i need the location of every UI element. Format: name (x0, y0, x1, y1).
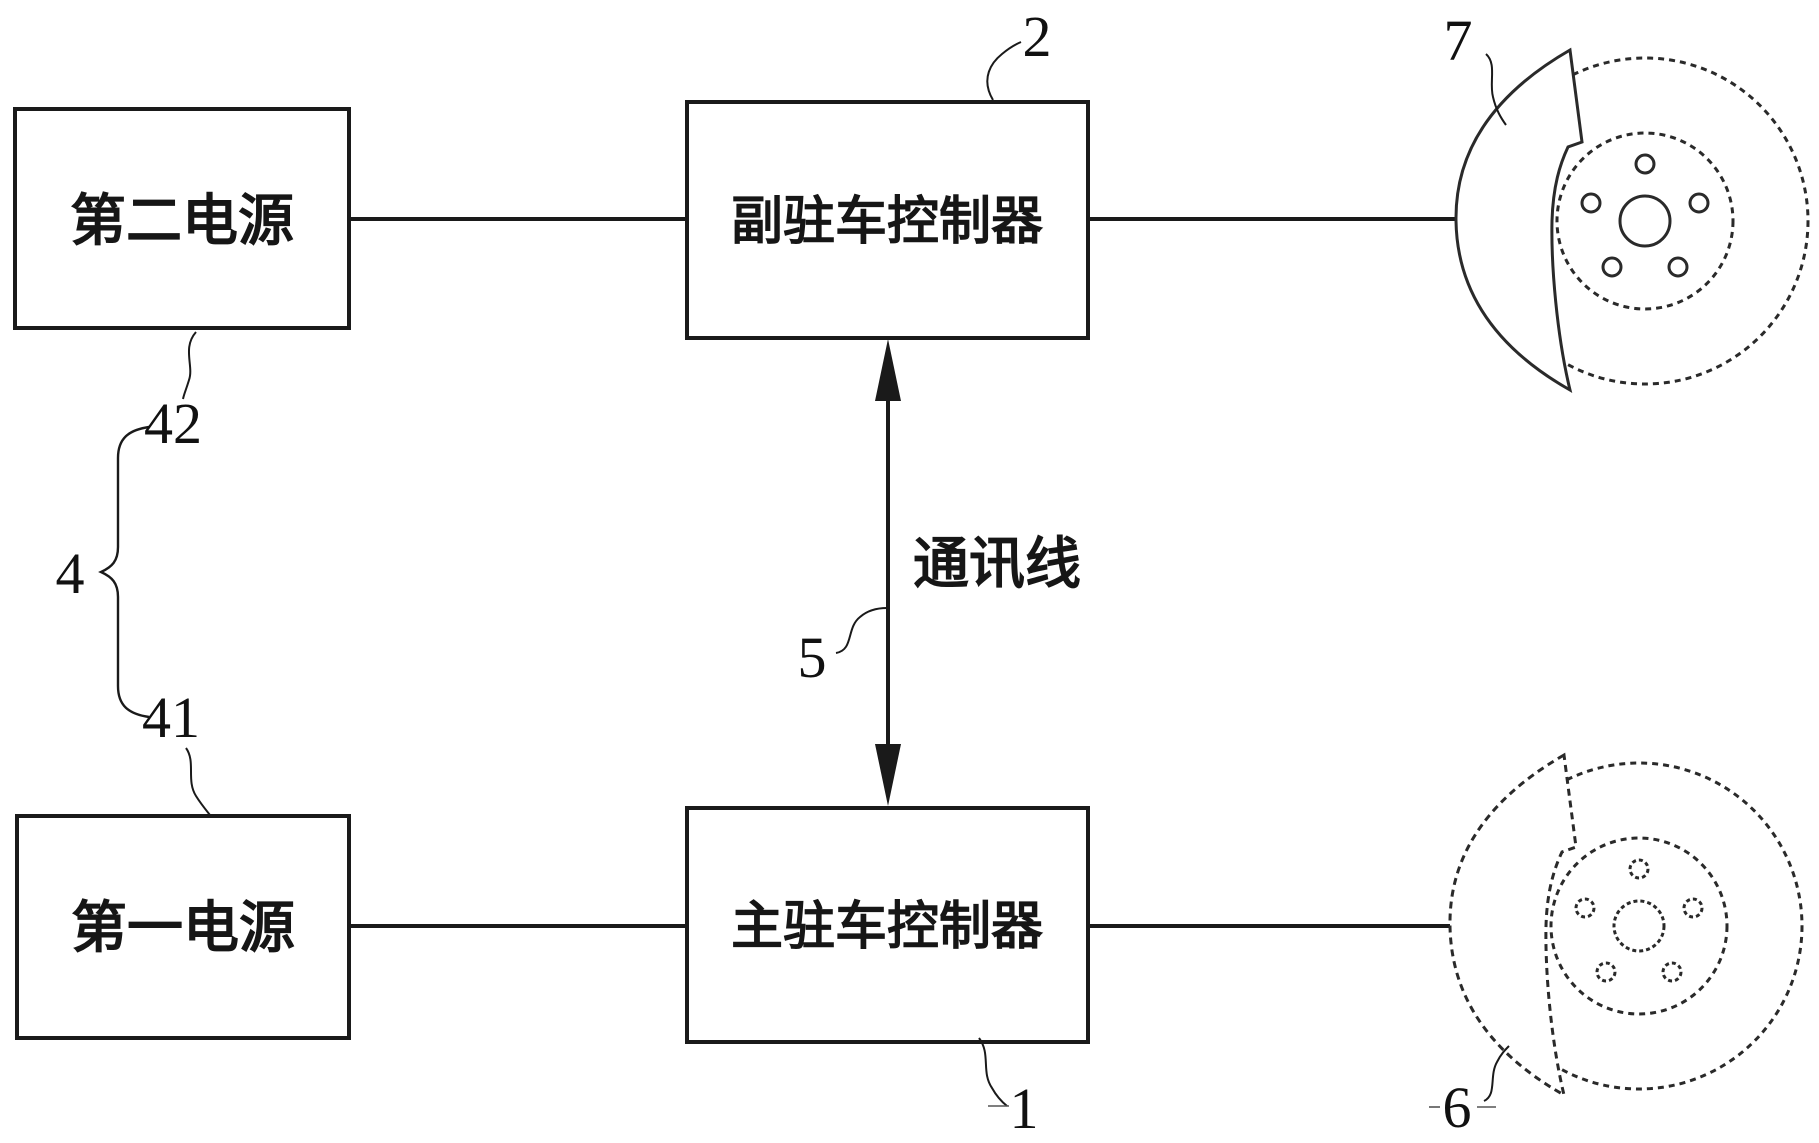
aux-parking-controller-label: 副驻车控制器 (731, 193, 1044, 251)
main-parking-controller-label: 主驻车控制器 (731, 898, 1044, 956)
lug-hole (1580, 192, 1602, 214)
box-main-parking-controller (685, 806, 1090, 1044)
lug-hole (1667, 256, 1689, 278)
brake-hub-ring (1549, 836, 1729, 1016)
lug-hole (1601, 256, 1623, 278)
leader-ref-1 (978, 1037, 1008, 1107)
box-aux-parking-controller (685, 100, 1090, 340)
power-group-brace (98, 425, 150, 719)
comm-line-arrow (875, 339, 901, 806)
leader-ref-42 (182, 331, 197, 400)
lug-hole (1688, 192, 1710, 214)
lug-hole (1682, 897, 1704, 919)
leader-ref-6 (1483, 1045, 1510, 1102)
box-second-power (13, 107, 351, 330)
ref-number-5: 5 (798, 625, 827, 690)
lug-hole (1595, 961, 1617, 983)
ref-number-1: 1 (1010, 1076, 1039, 1141)
ref-number-2: 2 (1023, 4, 1052, 69)
ref-number-42: 42 (144, 391, 202, 456)
lug-hole (1634, 153, 1656, 175)
arrow-down-icon (875, 744, 901, 806)
second-power-label: 第二电源 (70, 189, 294, 252)
top-brake-disc-icon (1454, 47, 1810, 394)
comm-line-label: 通讯线 (913, 532, 1081, 595)
brake-caliper-icon (1454, 47, 1584, 394)
bottom-brake-disc-icon (1448, 752, 1804, 1099)
box-first-power (15, 814, 351, 1040)
leader-ref-5 (835, 607, 888, 654)
lug-hole (1574, 897, 1596, 919)
arrow-up-icon (875, 339, 901, 401)
ref-number-7: 7 (1444, 8, 1473, 73)
leader-ref-41 (185, 747, 211, 816)
ref-number-6: 6 (1443, 1075, 1472, 1140)
lug-hole (1628, 858, 1650, 880)
leader-ref-7 (1485, 53, 1507, 126)
first-power-label: 第一电源 (71, 896, 295, 959)
ref-number-41: 41 (142, 685, 200, 750)
hub-bore (1612, 899, 1666, 953)
ref-number-4: 4 (56, 541, 85, 606)
brake-caliper-icon (1448, 752, 1578, 1099)
leader-ref-2 (986, 41, 1022, 101)
brake-hub-ring (1555, 131, 1735, 311)
lug-hole (1661, 961, 1683, 983)
hub-bore (1618, 194, 1672, 248)
